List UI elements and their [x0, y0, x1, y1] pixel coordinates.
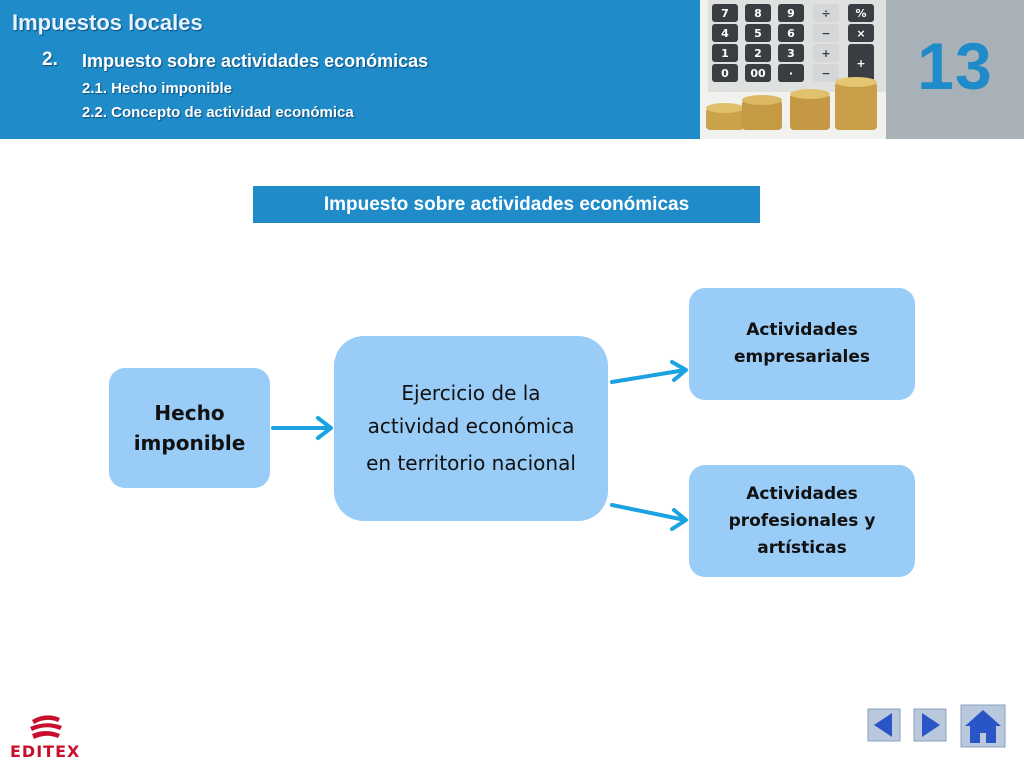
subsection-2: 2.2. Concepto de actividad económica — [82, 104, 354, 121]
previous-slide-button[interactable] — [867, 708, 901, 742]
svg-text:6: 6 — [787, 27, 795, 40]
ejercicio-line-1: Ejercicio de la — [401, 381, 541, 405]
header-bar: Impuestos locales 2. Impuesto sobre acti… — [0, 0, 700, 139]
actividades-empresariales-box: Actividades empresariales — [689, 288, 915, 400]
hecho-line-2: imponible — [133, 431, 246, 455]
svg-text:÷: ÷ — [821, 7, 830, 20]
arrow-left-icon — [867, 708, 901, 742]
main-title: Impuestos locales — [12, 10, 203, 35]
svg-text:1: 1 — [721, 47, 729, 60]
section-banner: Impuesto sobre actividades económicas — [253, 186, 760, 223]
empresariales-line-2: empresariales — [733, 347, 871, 367]
svg-text:−: − — [821, 67, 830, 80]
ejercicio-actividad-box: Ejercicio de la actividad económica en t… — [334, 336, 608, 521]
profesionales-line-2: profesionales y — [728, 510, 876, 531]
profesionales-line-3: artísticas — [757, 537, 847, 558]
svg-text:×: × — [856, 27, 865, 40]
svg-text:+: + — [821, 47, 830, 60]
home-icon — [960, 704, 1006, 748]
ejercicio-line-2: actividad económica — [367, 414, 575, 438]
editex-logo-text: EDITEX — [10, 742, 81, 761]
svg-text:·: · — [789, 67, 793, 80]
home-button[interactable] — [960, 704, 1006, 748]
svg-text:2: 2 — [754, 47, 762, 60]
profesionales-line-1: Actividades — [746, 483, 858, 504]
actividades-profesionales-box: Actividades profesionales y artísticas — [689, 465, 915, 577]
section-title: Impuesto sobre actividades económicas — [82, 51, 429, 71]
svg-text:00: 00 — [750, 67, 766, 80]
svg-text:5: 5 — [754, 27, 762, 40]
empresariales-line-1: Actividades — [746, 320, 858, 340]
ejercicio-line-3: en territorio nacional — [366, 451, 576, 475]
svg-text:4: 4 — [721, 27, 729, 40]
chapter-number: 13 — [917, 29, 993, 103]
chapter-number-panel: 13 — [886, 0, 1024, 139]
svg-text:−: − — [821, 27, 830, 40]
svg-text:9: 9 — [787, 7, 795, 20]
hecho-imponible-box: Hecho imponible — [109, 368, 270, 488]
subsection-1: 2.1. Hecho imponible — [82, 80, 233, 97]
svg-text:3: 3 — [787, 47, 795, 60]
arrow-right-icon — [913, 708, 947, 742]
section-number: 2. — [42, 49, 58, 70]
svg-text:7: 7 — [721, 7, 729, 20]
arrow-to-empresariales — [610, 360, 688, 384]
arrow-hecho-to-ejercicio — [271, 416, 333, 440]
arrow-to-profesionales — [610, 503, 688, 531]
hecho-line-1: Hecho — [154, 401, 225, 425]
editex-logo: EDITEX — [10, 712, 81, 761]
svg-text:+: + — [856, 57, 865, 70]
svg-text:0: 0 — [721, 67, 729, 80]
next-slide-button[interactable] — [913, 708, 947, 742]
svg-text:8: 8 — [754, 7, 762, 20]
svg-text:%: % — [855, 7, 866, 20]
